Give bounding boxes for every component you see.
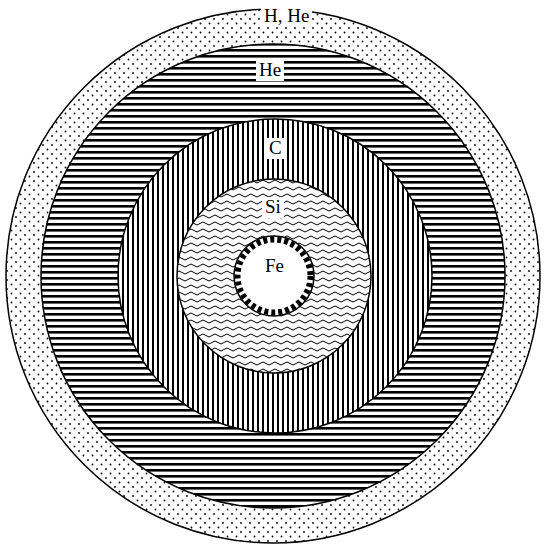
layer-label: Si [262, 197, 284, 218]
layer-label: H, He [261, 6, 312, 27]
iron-core-circle: Fe [233, 235, 315, 317]
outer-envelope-band: H, He HeC SiFe [5, 8, 541, 544]
helium-shell-band: HeC SiFe [40, 43, 506, 509]
layer-label: He [256, 60, 284, 81]
layer-label: Fe [262, 256, 287, 277]
carbon-shell-band: C SiFe [117, 118, 433, 434]
silicon-shell-band: SiFe [176, 178, 372, 374]
layer-label: C [266, 138, 285, 159]
